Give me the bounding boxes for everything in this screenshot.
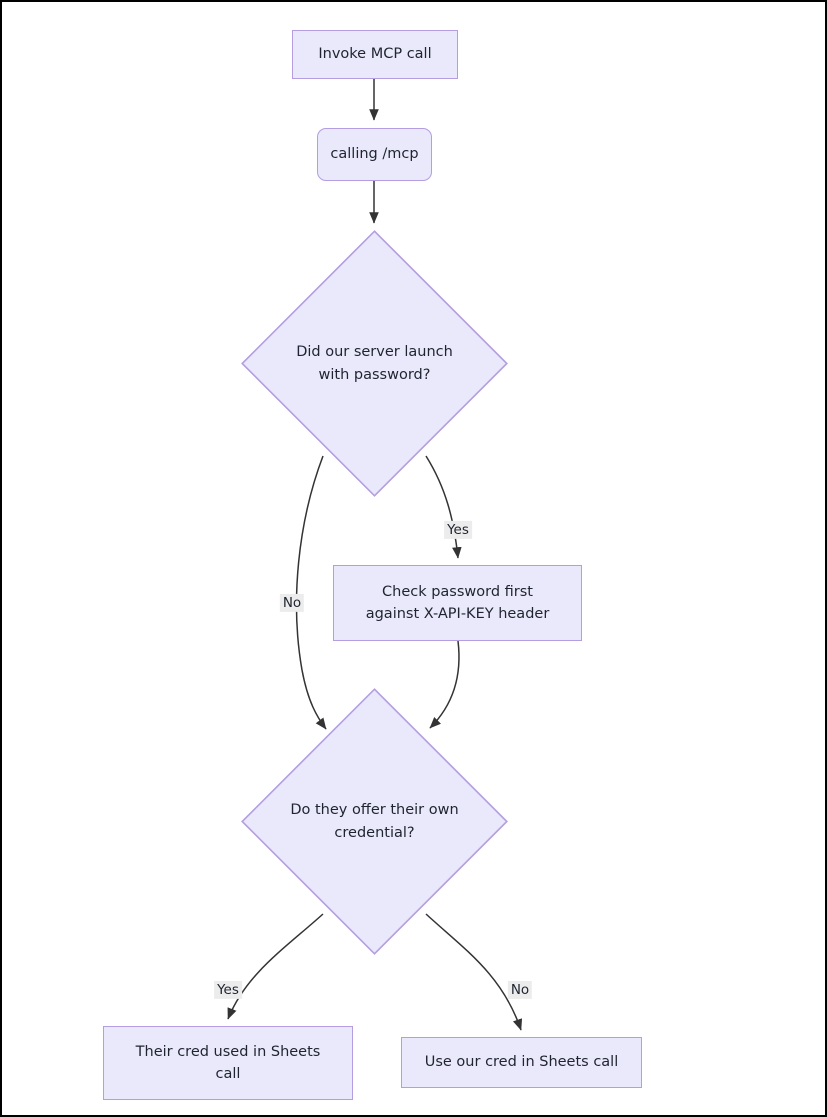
edge-cred-yes-to-their-cred [227, 913, 324, 1020]
node-did-server-launch-with-password[interactable]: Did our server launch with password? [241, 230, 508, 497]
edge-label-launch-yes: Yes [444, 520, 472, 540]
node-do-they-offer-own-credential[interactable]: Do they offer their own credential? [241, 688, 508, 955]
edge-label-cred-yes: Yes [214, 980, 242, 1000]
node-use-our-cred-in-sheets-call-label: Use our cred in Sheets call [424, 1054, 619, 1071]
node-their-cred-used-in-sheets-call[interactable]: Their cred used in Sheets call [103, 1026, 353, 1100]
edge-check-password-to-cred-decision [429, 640, 460, 729]
node-check-password-line1: Check password first [382, 583, 533, 600]
edge-cred-no-to-our-cred [425, 913, 523, 1031]
edge-label-launch-no-text: No [282, 594, 302, 611]
node-their-cred-used-in-sheets-call-label: Their cred used in Sheets call [135, 1043, 321, 1082]
node-invoke-mcp-call[interactable]: Invoke MCP call [292, 30, 458, 79]
node-calling-mcp[interactable]: calling /mcp [317, 128, 432, 181]
node-calling-mcp-label: calling /mcp [330, 146, 419, 163]
edge-label-cred-no-text: No [510, 981, 530, 998]
edge-label-cred-yes-text: Yes [217, 981, 239, 998]
node-check-password-line2: against X-API-KEY header [365, 606, 550, 622]
edge-launch-no-to-cred-decision [295, 455, 327, 730]
edge-label-launch-no: No [279, 593, 305, 613]
node-check-password-against-header[interactable]: Check password first against X-API-KEY h… [333, 565, 582, 641]
edge-label-cred-no: No [507, 980, 533, 1000]
diamond-shape [241, 688, 508, 955]
diamond-shape [241, 230, 508, 497]
edge-label-launch-yes-text: Yes [447, 521, 469, 538]
node-use-our-cred-in-sheets-call[interactable]: Use our cred in Sheets call [401, 1037, 642, 1088]
node-invoke-mcp-call-label: Invoke MCP call [318, 46, 432, 63]
edge-launch-yes-to-check-password [425, 455, 462, 559]
